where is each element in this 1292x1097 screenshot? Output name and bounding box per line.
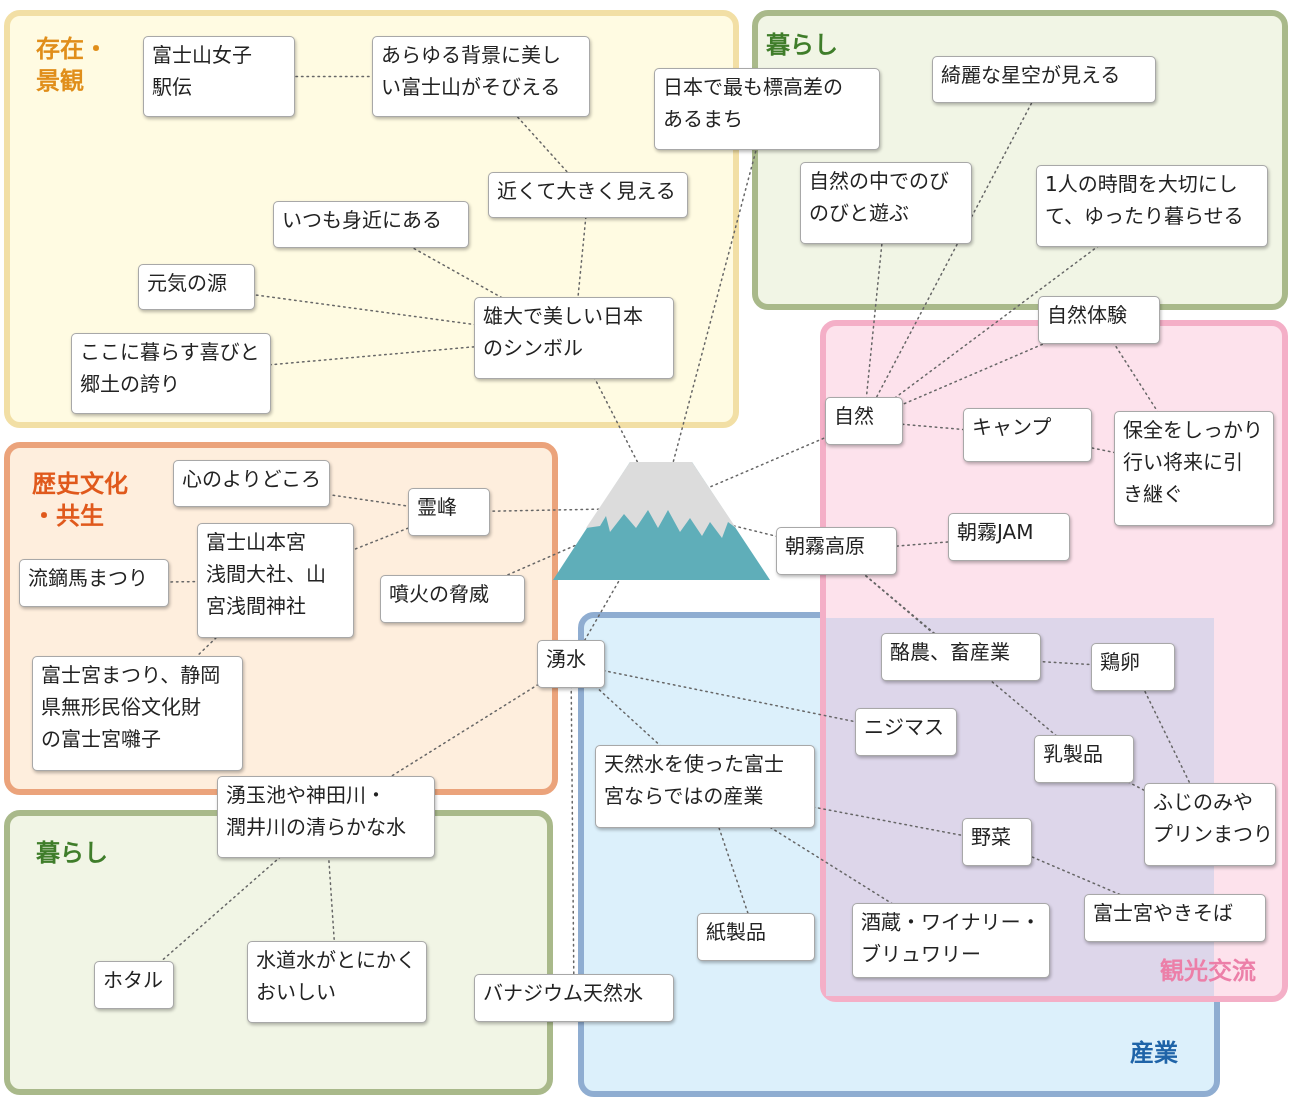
node-sengen-shrines: 富士山本宮浅間大社、山宮浅間神社 xyxy=(197,523,354,638)
link-n13-fuji xyxy=(660,420,865,509)
region-title-existence: 存在・ 景観 xyxy=(36,35,108,95)
node-relaxed-living: 1人の時間を大切にして、ゆったり暮らせる xyxy=(1036,165,1268,247)
region-title-industry: 産業 xyxy=(1130,1039,1178,1067)
node-vanadium-water: バナジウム天然水 xyxy=(474,974,674,1022)
node-starry-sky: 綺麗な星空が見える xyxy=(932,56,1156,103)
node-nature-experience: 自然体験 xyxy=(1038,296,1160,344)
node-spring-water: 湧水 xyxy=(537,640,605,688)
node-close-and-big: 近くて大きく見える xyxy=(488,172,688,218)
region-title-kurashi-bottom: 暮らし xyxy=(36,839,108,867)
link-n13-n11 xyxy=(863,205,1153,422)
node-eggs: 鶏卵 xyxy=(1091,643,1175,691)
link-n4-n7 xyxy=(573,194,589,339)
node-breweries-wineries: 酒蔵・ワイナリー・ブリュワリー xyxy=(852,903,1050,978)
link-n29-n36 xyxy=(133,816,327,986)
link-n26-n31 xyxy=(1132,666,1211,826)
node-asagiri-plateau: 朝霧高原 xyxy=(776,527,897,575)
node-source-of-energy: 元気の源 xyxy=(138,264,255,310)
node-fireflies: ホタル xyxy=(94,961,174,1009)
node-largest-elevation-difference: 日本で最も標高差のあるまち xyxy=(654,68,880,150)
mount-fuji-icon xyxy=(553,462,770,580)
node-yakisoba: 富士宮やきそば xyxy=(1084,894,1266,942)
link-n24-n29 xyxy=(325,663,572,818)
node-dairy-products: 乳製品 xyxy=(1034,735,1134,783)
node-camping: キャンプ xyxy=(963,408,1092,462)
node-always-near: いつも身近にある xyxy=(273,201,469,248)
node-conservation: 保全をしっかり行い将来に引き継ぐ xyxy=(1114,411,1274,526)
node-natural-water-industry: 天然水を使った富士宮ならではの産業 xyxy=(595,745,815,828)
link-n24-n27 xyxy=(570,663,907,733)
link-n13-n12 xyxy=(863,319,1100,422)
node-dairy-livestock: 酪農、畜産業 xyxy=(881,633,1041,681)
link-n13-n9 xyxy=(863,78,1045,422)
node-nature: 自然 xyxy=(825,397,903,445)
node-rainbow-trout: ニジマス xyxy=(855,708,957,756)
node-symbol-of-japan: 雄大で美しい日本のシンボル xyxy=(474,297,674,379)
node-paper-products: 紙製品 xyxy=(697,913,815,961)
node-tasty-tap-water: 水道水がとにかくおいしい xyxy=(247,941,427,1023)
region-title-history: 歴史文化 ・共生 xyxy=(32,470,128,530)
node-play-in-nature: 自然の中でのびのびと遊ぶ xyxy=(800,162,972,244)
node-clear-water: 湧玉池や神田川・潤井川の清らかな水 xyxy=(217,776,435,858)
node-spiritual-support: 心のよりどころ xyxy=(173,460,330,507)
node-pudding-festival: ふじのみやプリンまつり xyxy=(1144,783,1276,866)
link-n24-n38 xyxy=(570,663,575,999)
node-eruption-threat: 噴火の脅威 xyxy=(380,575,525,623)
node-beautiful-fuji-backdrop: あらゆる背景に美しい富士山がそびえる xyxy=(372,36,590,117)
region-title-kurashi-top: 暮らし xyxy=(766,31,838,59)
link-n30-n35 xyxy=(704,785,757,938)
node-joy-and-pride: ここに暮らす喜びと郷土の誇り xyxy=(71,333,271,414)
node-fujinomiya-festival: 富士宮まつり、静岡県無形民俗文化財の富士宮囃子 xyxy=(32,656,243,771)
node-women-ekiden: 富士山女子駅伝 xyxy=(143,36,295,117)
node-sacred-peak: 霊峰 xyxy=(408,488,490,536)
node-yabusame-festival: 流鏑馬まつり xyxy=(19,559,169,607)
node-vegetables: 野菜 xyxy=(962,818,1032,866)
node-asagiri-jam: 朝霧JAM xyxy=(948,513,1070,561)
region-title-tourism: 観光交流 xyxy=(1160,957,1256,985)
link-n3-fuji xyxy=(660,108,768,509)
